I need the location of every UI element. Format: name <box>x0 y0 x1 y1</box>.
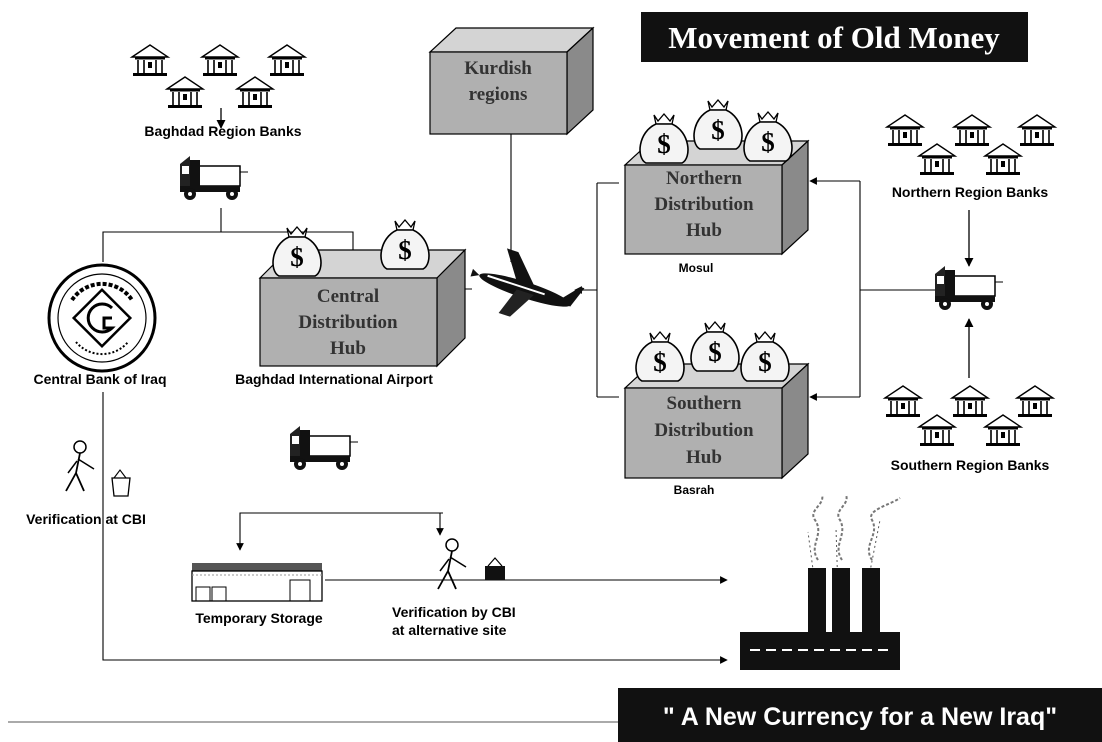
slogan-text: " A New Currency for a New Iraq" <box>663 703 1057 731</box>
bank-building-icon <box>1018 114 1056 147</box>
southern-bank-cluster <box>884 385 1054 447</box>
bank-building-icon <box>268 44 306 77</box>
southern-hub-line-3: Hub <box>686 447 722 468</box>
truck-icon <box>934 265 1004 311</box>
central-hub-line-3: Hub <box>330 338 366 359</box>
money-bag-icon <box>743 111 793 162</box>
title-banner: Movement of Old Money <box>641 12 1028 62</box>
money-bag-icon <box>740 331 790 382</box>
bank-building-icon <box>884 385 922 418</box>
bank-building-icon <box>131 44 169 77</box>
southern-banks-label: Southern Region Banks <box>891 457 1050 473</box>
southern-hub-line-1: Southern <box>667 393 742 414</box>
incinerator-factory-icon <box>740 494 901 670</box>
bank-building-icon <box>201 44 239 77</box>
temporary-storage-label: Temporary Storage <box>195 610 323 626</box>
bank-building-icon <box>984 414 1022 447</box>
bank-building-icon <box>953 114 991 147</box>
arrow-bracket-to-northern-hub <box>810 181 861 397</box>
storage-building-icon <box>191 563 323 602</box>
kurdish-line-2: regions <box>469 84 528 105</box>
bank-building-icon <box>886 114 924 147</box>
bank-building-icon <box>166 76 204 109</box>
verification-alt-line-1: Verification by CBI <box>392 604 516 620</box>
northern-banks-label: Northern Region Banks <box>892 184 1049 200</box>
bank-building-icon <box>918 414 956 447</box>
northern-hub-line-3: Hub <box>686 220 722 241</box>
central-bank-label: Central Bank of Iraq <box>33 371 166 387</box>
baghdad-banks-label: Baghdad Region Banks <box>144 123 301 139</box>
diagram-title: Movement of Old Money <box>668 20 1000 55</box>
document-box-icon <box>485 557 505 580</box>
money-bag-icon <box>690 321 740 372</box>
arrow-loop-to-storage <box>236 512 443 551</box>
inspector-person-icon <box>65 440 95 492</box>
baghdad-bank-cluster <box>131 44 306 109</box>
central-hub-line-2: Distribution <box>298 312 398 333</box>
money-bag-icon <box>272 226 322 277</box>
truck-icon <box>289 425 359 471</box>
verification-cbi-label: Verification at CBI <box>26 511 146 527</box>
central-hub-line-1: Central <box>317 286 379 307</box>
verification-alt-line-2: at alternative site <box>392 622 507 638</box>
money-bag-icon <box>693 99 743 150</box>
airplane-icon <box>470 248 585 317</box>
bank-building-icon <box>236 76 274 109</box>
truck-icon <box>179 155 249 201</box>
money-bag-icon <box>635 331 685 382</box>
line-southern-hub-to-bracket <box>597 182 619 398</box>
money-bag-icon <box>639 113 689 164</box>
line-truck-to-cbi-hub <box>102 208 222 262</box>
basrah-label: Basrah <box>674 483 715 497</box>
inspector-person-icon <box>437 538 467 590</box>
kurdish-regions-box: Kurdish regions <box>428 26 595 136</box>
northern-hub-line-2: Distribution <box>654 194 754 215</box>
line-cbi-down-to-factory <box>102 392 728 664</box>
southern-hub-line-2: Distribution <box>654 420 754 441</box>
flow-connectors <box>8 108 974 723</box>
document-box-icon <box>111 469 131 497</box>
bank-building-icon <box>951 385 989 418</box>
kurdish-line-1: Kurdish <box>464 58 532 79</box>
northern-bank-cluster <box>886 114 1056 176</box>
airport-label: Baghdad International Airport <box>235 371 433 387</box>
central-bank-seal-icon <box>47 263 157 373</box>
bank-building-icon <box>918 143 956 176</box>
northern-hub-line-1: Northern <box>666 168 742 189</box>
money-bag-icon <box>380 219 430 270</box>
slogan-banner: " A New Currency for a New Iraq" <box>618 688 1102 742</box>
bank-building-icon <box>984 143 1022 176</box>
bank-building-icon <box>1016 385 1054 418</box>
mosul-label: Mosul <box>679 261 714 275</box>
